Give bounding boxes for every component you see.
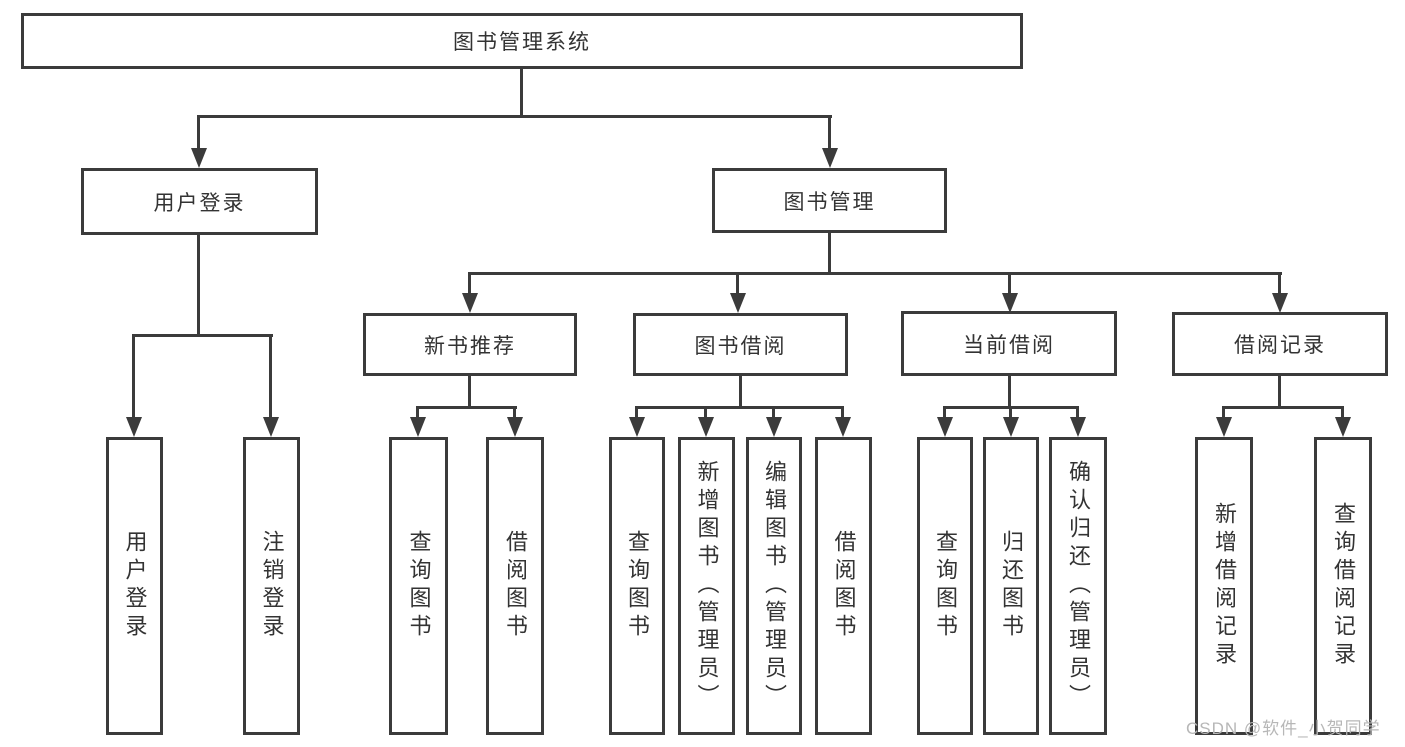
edge-line	[704, 406, 707, 420]
edge-line	[1008, 374, 1011, 408]
edge-line	[132, 334, 135, 419]
edge-arrowhead	[835, 417, 851, 437]
leaf-borrowing-query-books: 查询图书	[609, 437, 665, 735]
edge-line	[416, 406, 419, 420]
edge-arrowhead	[263, 417, 279, 437]
node-label: 归还图书	[999, 530, 1024, 642]
edge-line	[636, 406, 844, 409]
edge-line	[197, 115, 200, 150]
edge-arrowhead	[462, 293, 478, 313]
leaf-recommend-borrow-books: 借阅图书	[486, 437, 544, 735]
edge-arrowhead	[1070, 417, 1086, 437]
edge-line	[269, 334, 272, 419]
edge-arrowhead	[507, 417, 523, 437]
node-label: 编辑图书（管理员）	[762, 460, 787, 712]
node-label: 图书管理	[783, 190, 876, 214]
edge-arrowhead	[730, 293, 746, 313]
edge-line	[468, 374, 471, 408]
node-library-system: 图书管理系统	[21, 13, 1023, 69]
edge-line	[133, 334, 273, 337]
edge-arrowhead	[698, 417, 714, 437]
edge-arrowhead	[410, 417, 426, 437]
edge-line	[1278, 272, 1281, 296]
edge-arrowhead	[1272, 293, 1288, 313]
edge-line	[1278, 374, 1281, 408]
edge-line	[1008, 272, 1011, 296]
node-book-borrowing: 图书借阅	[633, 313, 848, 376]
node-current-borrowing: 当前借阅	[901, 311, 1117, 376]
node-label: 新书推荐	[424, 334, 516, 358]
node-book-management: 图书管理	[712, 168, 947, 233]
edge-line	[468, 272, 471, 296]
leaf-records-query-record: 查询借阅记录	[1314, 437, 1372, 735]
edge-line	[1223, 406, 1344, 409]
csdn-watermark: CSDN @软件_小贺同学	[1186, 719, 1381, 738]
edge-line	[841, 406, 844, 420]
edge-line	[736, 272, 739, 296]
edge-arrowhead	[822, 148, 838, 168]
node-label: 图书管理系统	[453, 31, 591, 54]
node-label: 用户登录	[122, 530, 148, 642]
leaf-borrowing-add-books-admin: 新增图书（管理员）	[678, 437, 735, 735]
node-label: 用户登录	[153, 191, 246, 215]
edge-line	[739, 374, 742, 408]
node-new-book-recommend: 新书推荐	[363, 313, 577, 376]
edge-line	[1341, 406, 1344, 420]
node-label: 图书借阅	[694, 334, 787, 358]
node-borrow-records: 借阅记录	[1172, 312, 1388, 376]
edge-arrowhead	[766, 417, 782, 437]
leaf-records-add-record: 新增借阅记录	[1195, 437, 1253, 735]
edge-line	[1009, 406, 1012, 420]
edge-arrowhead	[1002, 293, 1018, 313]
node-label: 借阅图书	[831, 530, 857, 642]
edge-line	[198, 115, 832, 118]
edge-arrowhead	[937, 417, 953, 437]
edge-line	[469, 272, 1282, 275]
edge-arrowhead	[1003, 417, 1019, 437]
edge-line	[1222, 406, 1225, 420]
edge-line	[772, 406, 775, 420]
node-label: 借阅图书	[503, 530, 528, 642]
edge-arrowhead	[126, 417, 142, 437]
edge-line	[417, 406, 517, 409]
leaf-borrowing-edit-books-admin: 编辑图书（管理员）	[746, 437, 802, 735]
edge-arrowhead	[1335, 417, 1351, 437]
leaf-recommend-query-books: 查询图书	[389, 437, 448, 735]
node-label: 新增借阅记录	[1212, 502, 1237, 670]
node-label: 查询借阅记录	[1331, 502, 1356, 670]
leaf-current-query-books: 查询图书	[917, 437, 973, 735]
leaf-logout-login: 注销登录	[243, 437, 300, 735]
leaf-current-confirm-return-admin: 确认归还（管理员）	[1049, 437, 1107, 735]
edge-line	[943, 406, 946, 420]
edge-arrowhead	[1216, 417, 1232, 437]
edge-line	[828, 231, 831, 275]
edge-arrowhead	[191, 148, 207, 168]
node-label: 注销登录	[259, 530, 285, 642]
node-label: 查询图书	[406, 530, 432, 642]
edge-line	[520, 67, 523, 118]
leaf-user-login: 用户登录	[106, 437, 163, 735]
edge-line	[513, 406, 516, 420]
node-label: 当前借阅	[963, 333, 1055, 357]
node-label: 新增图书（管理员）	[694, 460, 720, 712]
edge-line	[635, 406, 638, 420]
node-label: 查询图书	[625, 530, 650, 642]
node-label: 确认归还（管理员）	[1066, 460, 1091, 712]
edge-line	[197, 233, 200, 337]
edge-line	[828, 115, 831, 150]
leaf-current-return-books: 归还图书	[983, 437, 1039, 735]
edge-arrowhead	[629, 417, 645, 437]
leaf-borrowing-borrow-books: 借阅图书	[815, 437, 872, 735]
edge-line	[1076, 406, 1079, 420]
node-label: 查询图书	[933, 530, 958, 642]
node-label: 借阅记录	[1234, 334, 1326, 357]
node-user-login: 用户登录	[81, 168, 318, 235]
